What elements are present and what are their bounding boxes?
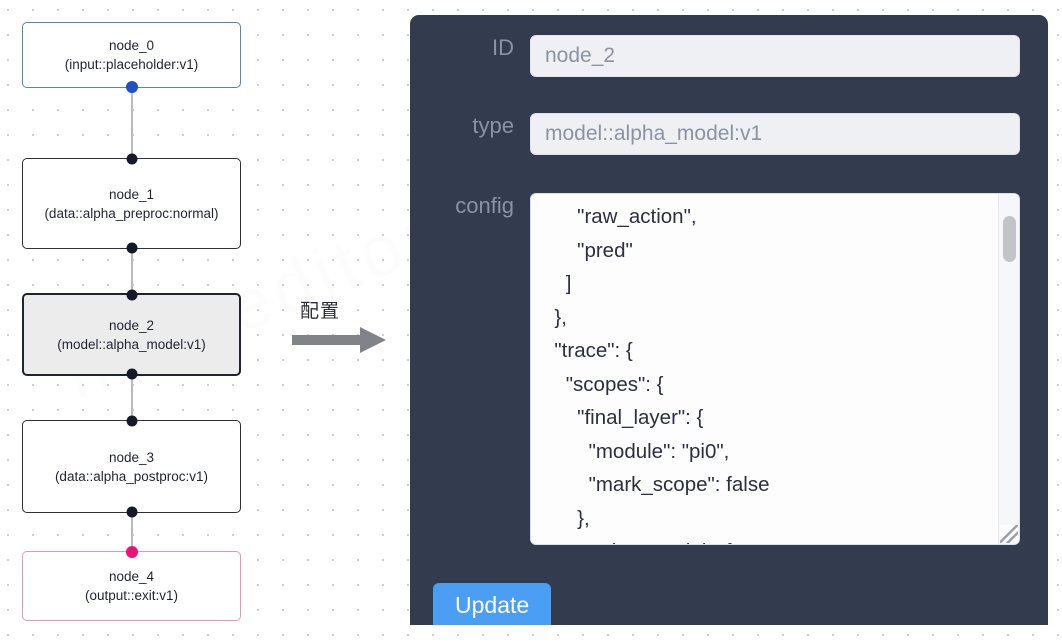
field-row-config: config "raw_action", "pred" ] }, "trace"… [422,193,1020,545]
node-title: node_1 [108,186,155,202]
config-textarea-content[interactable]: "raw_action", "pred" ] }, "trace": { "sc… [554,205,770,544]
graph-node-node_2[interactable]: node_2 (model::alpha_model:v1) [22,289,241,380]
node-port-output[interactable] [126,368,137,380]
node-subtitle: (data::alpha_preproc:normal) [44,205,219,221]
right-arrow-icon [292,327,386,353]
edge-node1-node2 [131,249,133,293]
config-scrollbar[interactable] [998,194,1019,544]
field-row-id: ID node_2 [422,35,1020,77]
node-subtitle: (data::alpha_postproc:v1) [54,468,209,484]
node-title: node_0 [108,38,155,53]
id-field-label: ID [492,35,514,60]
node-port-output[interactable] [126,242,137,254]
config-textarea[interactable]: "raw_action", "pred" ] }, "trace": { "sc… [530,193,1020,545]
node-port-input[interactable] [125,546,138,558]
node-title: node_3 [108,449,155,465]
annotation-label: 配置 [300,300,341,322]
config-scrollbar-thumb[interactable] [1003,216,1016,262]
edge-node3-node4 [131,513,133,551]
edge-node2-node3 [131,376,133,420]
config-field-label: config [455,193,514,218]
edge-node0-node1 [131,88,133,158]
annotation-arrow-group: 配置 [292,296,402,358]
node-subtitle: (output::exit:v1) [84,588,179,603]
node-port-output[interactable] [126,506,137,518]
type-input[interactable]: model::alpha_model:v1 [530,113,1020,155]
resize-handle-icon[interactable] [1000,525,1018,543]
node-port-output[interactable] [125,81,138,93]
node-title: node_2 [108,317,155,333]
node-title: node_4 [108,569,155,584]
node-subtitle: (model::alpha_model:v1) [57,336,206,352]
graph-node-node_0[interactable]: node_0 (input::placeholder:v1) [22,22,241,93]
graph-node-node_3[interactable]: node_3 (data::alpha_postproc:v1) [22,415,241,518]
node-config-panel: ID node_2 type model::alpha_model:v1 con… [410,15,1048,625]
node-subtitle: (input::placeholder:v1) [64,57,199,72]
node-port-input[interactable] [126,153,137,165]
field-row-type: type model::alpha_model:v1 [422,113,1020,155]
update-button[interactable]: Update [433,583,552,625]
node-port-input[interactable] [126,415,137,427]
node-port-input[interactable] [126,289,137,301]
id-input[interactable]: node_2 [530,35,1020,77]
graph-node-node_4[interactable]: node_4 (output::exit:v1) [22,546,241,621]
graph-node-node_1[interactable]: node_1 (data::alpha_preproc:normal) [22,153,241,254]
type-field-label: type [472,113,514,138]
